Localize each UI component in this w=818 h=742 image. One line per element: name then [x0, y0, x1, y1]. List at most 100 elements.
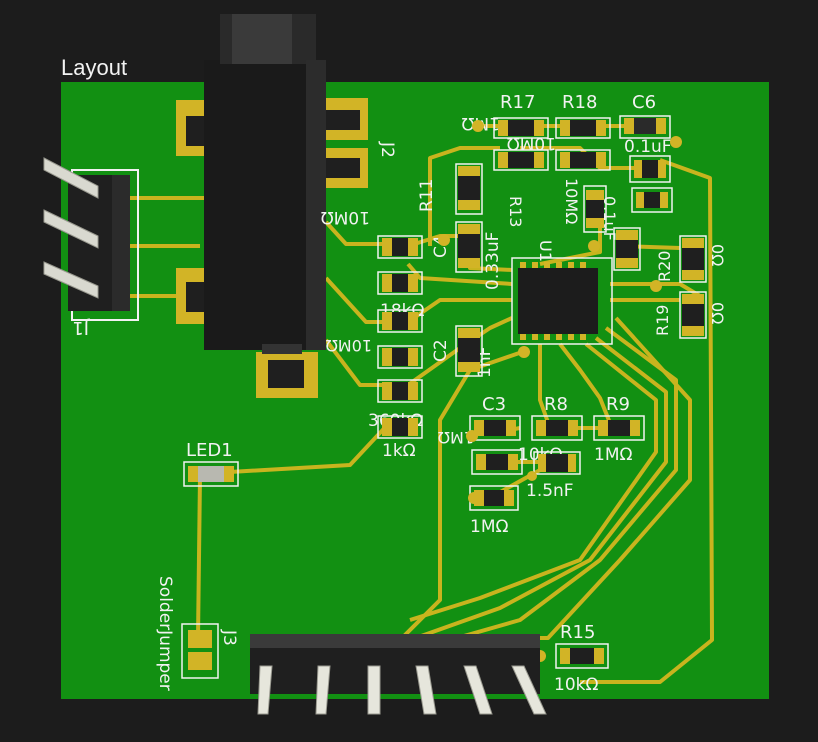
part-body: [392, 274, 408, 292]
r19-label: R19: [653, 305, 672, 336]
pad: [616, 258, 638, 268]
r6-resistor[interactable]: [377, 309, 423, 333]
ic-pin: [568, 334, 574, 340]
pad: [458, 224, 480, 234]
r7-value: 1MΩ: [470, 517, 508, 537]
pad: [506, 420, 516, 436]
c5-capacitor[interactable]: [583, 185, 607, 233]
part-body: [608, 420, 630, 436]
pad: [408, 382, 418, 400]
via: [518, 346, 530, 358]
r19-resistor[interactable]: [679, 291, 707, 339]
r10-resistor[interactable]: [377, 345, 423, 369]
r8-resistor[interactable]: [531, 415, 583, 441]
r11-resistor[interactable]: [455, 163, 483, 215]
pad: [598, 420, 608, 436]
part-body: [392, 238, 408, 256]
r14-resistor[interactable]: [629, 155, 671, 183]
r13-label: R13: [506, 196, 525, 227]
part-body: [484, 490, 504, 506]
c6-label: C6: [632, 92, 656, 113]
r18-resistor[interactable]: [555, 117, 611, 139]
ic-pin: [544, 334, 550, 340]
trace: [558, 342, 614, 429]
u1-ic[interactable]: [511, 257, 613, 345]
jack-barrel-highlight: [232, 14, 292, 64]
r13-resistor[interactable]: [493, 149, 549, 171]
part-body: [508, 152, 534, 168]
r-360k-resistor[interactable]: [377, 379, 423, 403]
r20-label: R20: [655, 251, 674, 282]
r-18k-resistor[interactable]: [377, 271, 423, 295]
r-1k-resistor[interactable]: [377, 415, 423, 439]
trace: [406, 298, 512, 324]
r18-label: R18: [562, 92, 597, 113]
footprint-outline: [377, 235, 423, 259]
ic-pin: [556, 334, 562, 340]
r20-resistor[interactable]: [679, 235, 707, 283]
pad: [660, 192, 668, 208]
footprint-outline: [377, 309, 423, 333]
footprint-outline: [619, 115, 671, 139]
pad: [458, 200, 480, 210]
j3-pin: [463, 665, 493, 715]
j2-audio-jack[interactable]: J2: [176, 14, 397, 398]
r5-value: 10MΩ: [321, 207, 370, 227]
via: [588, 240, 600, 252]
part-body: [644, 192, 660, 208]
r9-resistor[interactable]: [593, 415, 645, 441]
pad: [382, 348, 392, 366]
jack-pad-hole: [268, 360, 304, 388]
footprint-outline: [679, 235, 707, 283]
footprint-outline: [493, 149, 549, 171]
trace: [409, 342, 658, 622]
pad: [498, 152, 508, 168]
r16-resistor[interactable]: [631, 187, 673, 213]
footprint-outline: [593, 415, 645, 441]
j3-body-top: [250, 634, 540, 648]
footprint-outline: [377, 271, 423, 295]
footprint-outline: [531, 415, 583, 441]
solder-jumper[interactable]: [181, 623, 219, 679]
pad: [382, 274, 392, 292]
c3-capacitor[interactable]: [469, 415, 521, 441]
j3-pin-header[interactable]: [250, 634, 547, 715]
footprint-outline: [455, 325, 483, 377]
ic-pin: [556, 262, 562, 268]
r15-value: 10kΩ: [554, 675, 598, 695]
smd-components[interactable]: [181, 115, 707, 679]
r15-resistor[interactable]: [555, 643, 609, 669]
footprint-outline: [471, 449, 523, 475]
r5-resistor[interactable]: [377, 235, 423, 259]
via: [468, 492, 480, 504]
trace: [196, 475, 202, 639]
part-body: [570, 120, 596, 136]
c2-capacitor[interactable]: [455, 325, 483, 377]
c1-capacitor[interactable]: [613, 227, 641, 271]
r9-label: R9: [606, 394, 630, 415]
c4-capacitor[interactable]: [455, 221, 483, 273]
led1[interactable]: [183, 461, 239, 487]
via: [466, 430, 478, 442]
jack-pad-hole: [326, 110, 360, 130]
part-body: [458, 234, 480, 258]
r12-value: 10MΩ: [562, 178, 581, 224]
c3-label: C3: [482, 394, 506, 415]
c6-capacitor[interactable]: [619, 115, 671, 139]
r8-label: R8: [544, 394, 568, 415]
pad: [188, 630, 212, 648]
c-1-5nf-capacitor[interactable]: [533, 451, 581, 475]
pad: [382, 382, 392, 400]
footprint-outline: [455, 221, 483, 273]
j1-pin: [43, 209, 99, 249]
r17-resistor[interactable]: [493, 117, 549, 139]
trace: [409, 336, 668, 642]
r-1m-resistor[interactable]: [471, 449, 523, 475]
j1-connector[interactable]: J1: [43, 157, 139, 338]
footprint-outline: [555, 117, 611, 139]
jack-foot: [262, 344, 302, 354]
r12-resistor[interactable]: [555, 149, 611, 171]
pad: [682, 294, 704, 304]
